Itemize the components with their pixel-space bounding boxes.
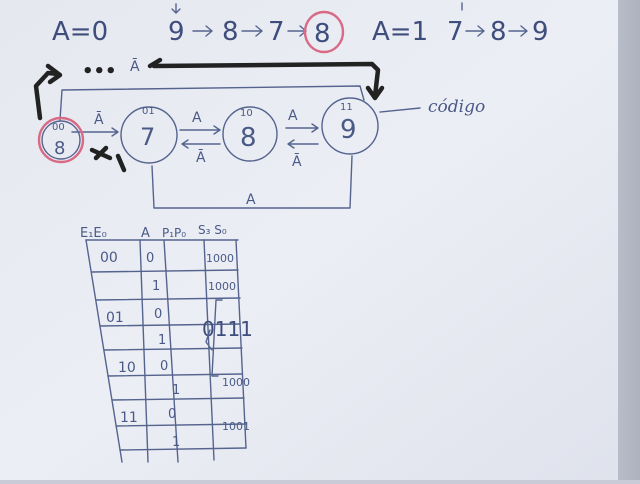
- table-header: S₃ S₀: [198, 223, 227, 237]
- edge-7-to-8: [179, 125, 221, 135]
- table-cell: 0: [146, 251, 154, 266]
- seq1-item: 8: [490, 17, 507, 47]
- table-cell: 01: [106, 310, 124, 326]
- edge-label: Ā: [292, 153, 302, 170]
- seq0-item: 7: [268, 17, 285, 47]
- state-value: 9: [340, 115, 357, 145]
- codigo-pointer: [379, 107, 421, 113]
- arrow-icon: [465, 25, 485, 37]
- edge-bottom: [151, 155, 353, 209]
- table-rule: [111, 397, 245, 401]
- table-header: E₁E₀: [80, 226, 107, 241]
- edge-8-to-9: [285, 123, 319, 133]
- state-circle: [120, 106, 178, 164]
- table-cell: 1: [172, 435, 180, 450]
- table-header: P₁P₀: [162, 226, 186, 240]
- table-cell: 1: [158, 333, 166, 348]
- table-bracket: [205, 329, 213, 351]
- arrow-icon: [241, 25, 263, 37]
- header-a0-sequence: A=0 9 8 7 8: [52, 3, 345, 54]
- arrow-icon: [508, 25, 528, 37]
- state-node: 01 7: [120, 106, 178, 164]
- table-cell: 0: [160, 359, 168, 374]
- table-rule: [119, 447, 247, 451]
- state-node: 11 9: [321, 97, 379, 155]
- table-rule: [203, 239, 215, 461]
- board-edge: [618, 0, 640, 480]
- edge-label: Ā: [196, 149, 206, 166]
- seq1-item: 9: [532, 17, 549, 47]
- seq0-item-circled: 8: [314, 19, 331, 49]
- state-code: 00: [52, 122, 65, 133]
- state-value: 8: [240, 123, 257, 153]
- state-circle: [41, 120, 81, 160]
- edge-8-to-7-back: [181, 139, 221, 149]
- table-cell: 1000: [206, 252, 234, 265]
- truth-table: E₁E₀ A P₁P₀ S₃ S₀ 00 0 1000 1 1000 01 0 …: [80, 223, 253, 463]
- table-cell: 00: [100, 250, 118, 266]
- table-cell: 1001: [222, 420, 250, 433]
- a1-label: A=1: [372, 17, 428, 47]
- table-rule: [85, 239, 123, 463]
- edge-8-to-7: [71, 127, 119, 137]
- table-cell: 1000: [208, 280, 236, 293]
- state-code: 11: [340, 102, 353, 113]
- state-value: 7: [140, 123, 155, 151]
- table-cell: 10: [118, 360, 136, 376]
- table-cell: 1: [152, 279, 160, 294]
- state-code: 10: [240, 108, 253, 119]
- edge-label: A: [246, 192, 256, 208]
- marker-loop-top: [147, 57, 385, 101]
- state-node: 10 8: [222, 106, 278, 162]
- arrow-down-icon: [171, 3, 181, 14]
- marker-loop-left: [33, 63, 63, 121]
- marker-scribble: [89, 145, 127, 173]
- state-node: 00 8: [37, 116, 85, 164]
- edge-label: A: [288, 108, 298, 124]
- table-cell: 1000: [222, 376, 250, 389]
- table-rule: [103, 347, 243, 351]
- state-circle-highlight: [37, 116, 85, 164]
- state-code: 01: [142, 106, 155, 117]
- pink-circle-highlight: [303, 10, 345, 54]
- edge-9-to-8: [287, 139, 319, 149]
- edge-label: A: [192, 110, 202, 126]
- state-circle: [321, 97, 379, 155]
- table-cell: 1: [172, 383, 180, 398]
- seq0-item: 8: [222, 17, 239, 47]
- edge-label: Ā: [94, 111, 104, 128]
- header-a1-sequence: A=1 7 8 9: [372, 2, 549, 47]
- table-bracket: [211, 299, 223, 377]
- table-rule: [95, 297, 241, 301]
- table-header: A: [141, 226, 150, 241]
- ellipsis-dots: •••: [82, 61, 117, 82]
- codigo-label: código: [428, 97, 485, 117]
- state-circle: [222, 106, 278, 162]
- table-cell: 11: [120, 410, 138, 426]
- seq0-item: 9: [168, 17, 185, 47]
- table-rule: [235, 239, 247, 449]
- edge-top-thin: [59, 85, 365, 121]
- table-cell: 0: [168, 407, 176, 422]
- table-cell: 0: [154, 307, 162, 322]
- table-rule: [91, 269, 239, 273]
- not-a-top-label: Ā: [130, 58, 140, 75]
- table-rule: [99, 323, 241, 327]
- table-cell: 0111: [202, 317, 253, 341]
- table-rule: [107, 373, 243, 377]
- seq1-item: 7: [447, 17, 464, 47]
- a0-label: A=0: [52, 17, 108, 47]
- arrow-icon: [192, 25, 213, 37]
- state-value: 8: [54, 138, 65, 159]
- table-rule: [115, 423, 247, 427]
